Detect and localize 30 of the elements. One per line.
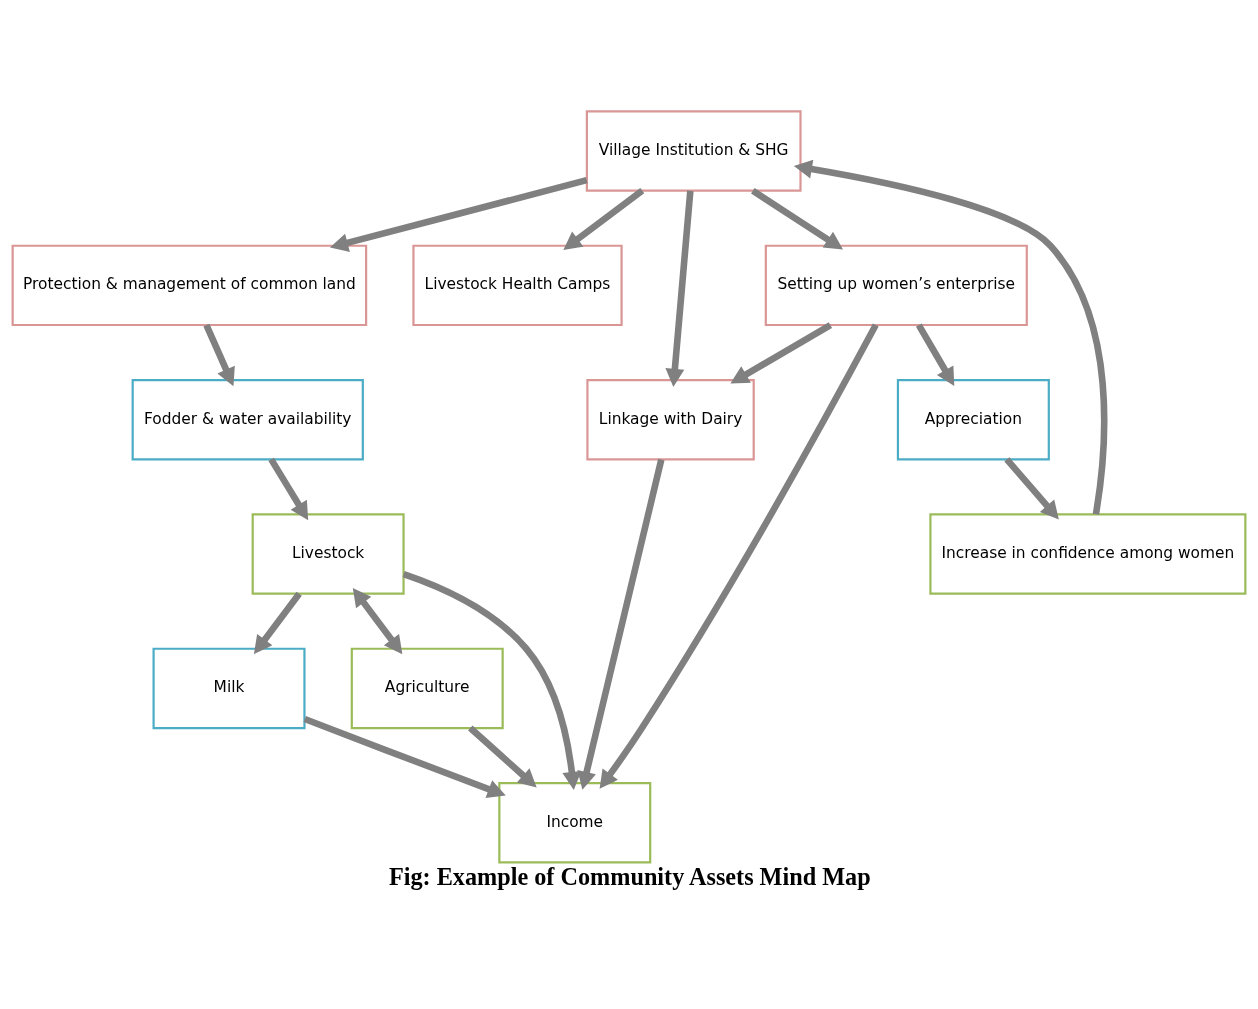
node-box: Village Institution & SHG	[585, 110, 802, 192]
arrow	[563, 188, 645, 250]
arrow	[203, 323, 235, 387]
node-box: Protection & management of common land	[11, 244, 368, 327]
node-box: Linkage with Dairy	[586, 378, 755, 461]
node-box: Livestock	[251, 513, 405, 595]
arrow	[599, 323, 879, 789]
arrow	[329, 176, 588, 253]
node-box: Income	[498, 782, 652, 864]
arrow	[303, 715, 506, 799]
node-box: Setting up women’s enterprise	[764, 244, 1028, 327]
arrow	[268, 457, 309, 521]
node-box: Fodder & water availability	[131, 378, 364, 461]
arrow	[1004, 457, 1059, 520]
node-box: Increase in confidence among women	[929, 513, 1247, 595]
node-box: Milk	[152, 647, 306, 730]
arrow	[402, 570, 582, 791]
arrow	[751, 187, 844, 250]
arrow	[793, 159, 1108, 515]
arrow	[253, 591, 302, 655]
caption: Fig: Example of Community Assets Mind Map	[388, 863, 871, 891]
arrow	[730, 322, 833, 384]
arrow	[468, 725, 537, 788]
arrow	[915, 323, 955, 386]
node-box: Livestock Health Camps	[412, 244, 623, 327]
arrow	[665, 190, 694, 387]
arrow	[577, 458, 665, 790]
arrow	[352, 588, 403, 655]
node-box: Appreciation	[896, 378, 1050, 461]
node-box: Agriculture	[350, 647, 504, 730]
